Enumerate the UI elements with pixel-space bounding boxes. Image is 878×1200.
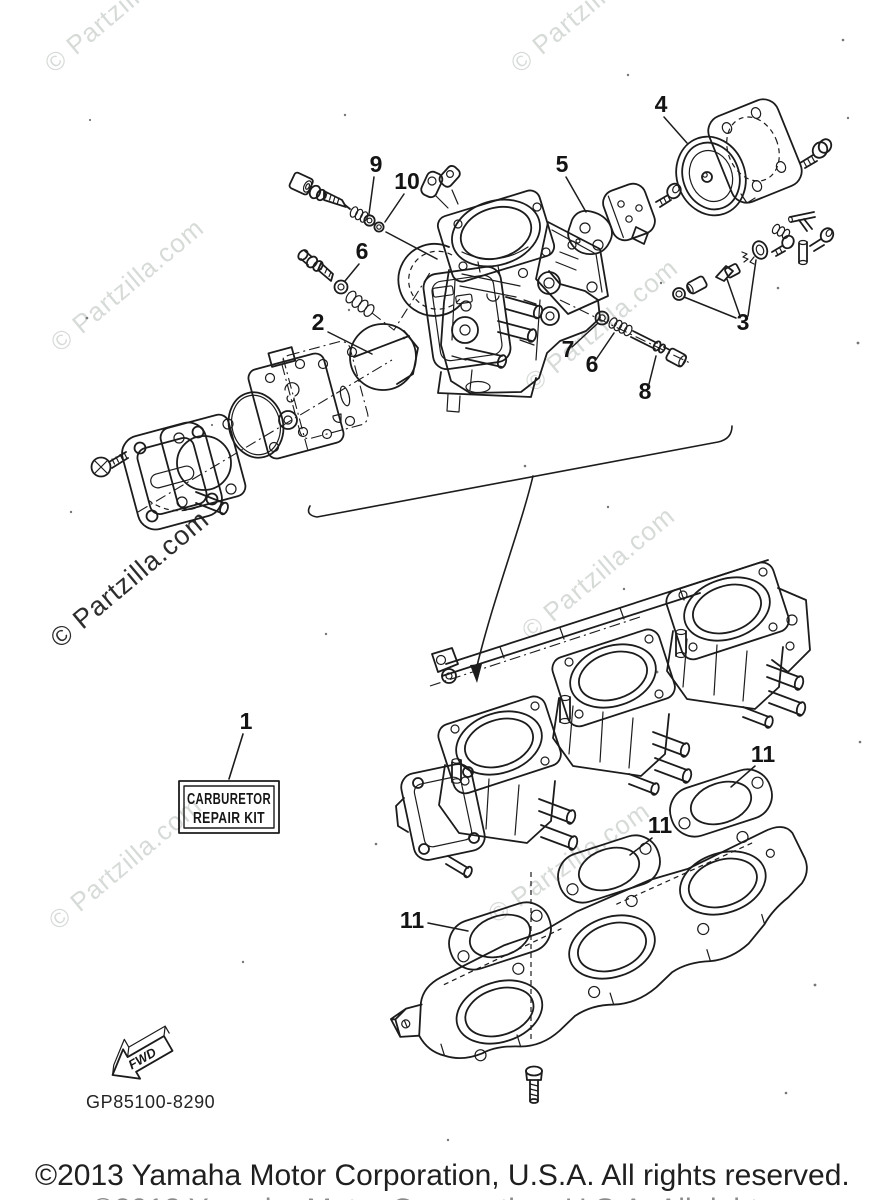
carb-unit-2	[551, 628, 693, 796]
part-code: GP85100-8290	[86, 1092, 215, 1112]
callout-11-a[interactable]: 11	[730, 741, 776, 788]
diaphragm-pump-stack	[90, 323, 419, 531]
callout-number-11c[interactable]: 11	[400, 907, 425, 933]
pump-disc	[349, 323, 419, 391]
callout-number-4[interactable]: 4	[655, 91, 668, 117]
intake-manifold	[389, 826, 808, 1104]
repair-kit-label: CARBURETOR REPAIR KIT	[178, 780, 280, 834]
watermark-text: © Partzilla.com	[45, 212, 210, 357]
callout-number-6[interactable]: 6	[356, 238, 369, 264]
kit-label-line2: REPAIR KIT	[193, 810, 265, 827]
fuel-fittings	[465, 296, 544, 369]
callout-6-lower[interactable]: 6	[586, 332, 615, 377]
carb-unit-1	[437, 695, 579, 851]
callout-number-5[interactable]: 5	[556, 151, 569, 177]
callout-number-10[interactable]: 10	[394, 168, 420, 194]
pump-body	[247, 346, 345, 460]
fastener-group	[741, 138, 835, 266]
scan-noise	[69, 38, 862, 1142]
mixture-screw-b	[297, 249, 432, 331]
upper-assembly-drawing	[90, 98, 835, 683]
gasket-11-c	[448, 901, 552, 971]
pump-gasket	[159, 413, 247, 511]
watermark-text: © Partzilla.com	[482, 795, 655, 929]
callout-number-7[interactable]: 7	[562, 336, 575, 362]
gasket-11-a	[669, 768, 773, 838]
diaphragm-part4	[675, 135, 747, 217]
callout-5[interactable]: 5	[556, 151, 587, 213]
linkage-posts	[451, 628, 687, 784]
callout-11-c[interactable]: 11	[400, 907, 469, 933]
mixture-screw-a	[288, 171, 385, 233]
watermark-text: © Partzilla.com	[505, 0, 670, 79]
pump-cover	[121, 421, 229, 531]
kit-label-line1: CARBURETOR	[187, 791, 271, 808]
watermark-text: © Partzilla.com	[39, 0, 204, 79]
callout-4[interactable]: 4	[655, 91, 688, 144]
callout-number-11b[interactable]: 11	[648, 812, 673, 838]
callout-9[interactable]: 9	[368, 151, 383, 215]
idle-screw-group	[594, 310, 688, 368]
callout-11-b[interactable]: 11	[629, 812, 673, 856]
callout-number-11a[interactable]: 11	[751, 741, 776, 767]
lower-assembly-drawing	[389, 559, 811, 1104]
flow-arrow-curve	[476, 475, 534, 667]
bank-right-end	[771, 587, 811, 673]
callout-2[interactable]: 2	[312, 309, 373, 355]
callout-number-1[interactable]: 1	[240, 708, 253, 734]
callout-8[interactable]: 8	[639, 355, 657, 404]
carb-unit-3	[665, 561, 807, 729]
callout-1[interactable]: 1	[228, 708, 253, 780]
callout-number-2[interactable]: 2	[312, 309, 325, 335]
callout-3[interactable]: 3	[683, 259, 757, 335]
manifold-stud	[525, 1065, 543, 1104]
copyright-line: ©2013 Yamaha Motor Corporation, U.S.A. A…	[35, 1159, 850, 1192]
watermark-text-dark: © Partzilla.com	[45, 504, 215, 654]
callout-10[interactable]: 10	[384, 168, 438, 260]
watermark-text: © Partzilla.com	[516, 500, 681, 645]
flow-arrowhead	[470, 664, 482, 683]
fwd-arrow: FWD	[111, 1025, 174, 1080]
callout-6-upper[interactable]: 6	[344, 238, 369, 282]
bank-pump-cover	[395, 763, 486, 879]
gasket-part5	[567, 210, 613, 255]
callout-labels: 9 10 6 2 5 4 7 6	[228, 91, 776, 933]
copyright-line-cropped: ©2013 Yamaha Motor Corporation, U.S.A. A…	[92, 1193, 878, 1200]
check-valve-cover	[602, 182, 682, 245]
pump-screw	[90, 451, 129, 478]
callout-7[interactable]: 7	[562, 323, 598, 362]
watermark-text: © Partzilla.com	[43, 790, 208, 935]
assembly-leader	[307, 425, 733, 683]
needle-jet-group	[672, 263, 741, 301]
watermark-layer: © Partzilla.com © Partzilla.com © Partzi…	[39, 0, 684, 936]
throttle-rail	[429, 559, 769, 687]
cover-plate	[707, 98, 803, 204]
callout-number-6b[interactable]: 6	[586, 351, 599, 377]
pump-gasket-dashed	[281, 340, 369, 440]
callout-number-9[interactable]: 9	[370, 151, 383, 177]
